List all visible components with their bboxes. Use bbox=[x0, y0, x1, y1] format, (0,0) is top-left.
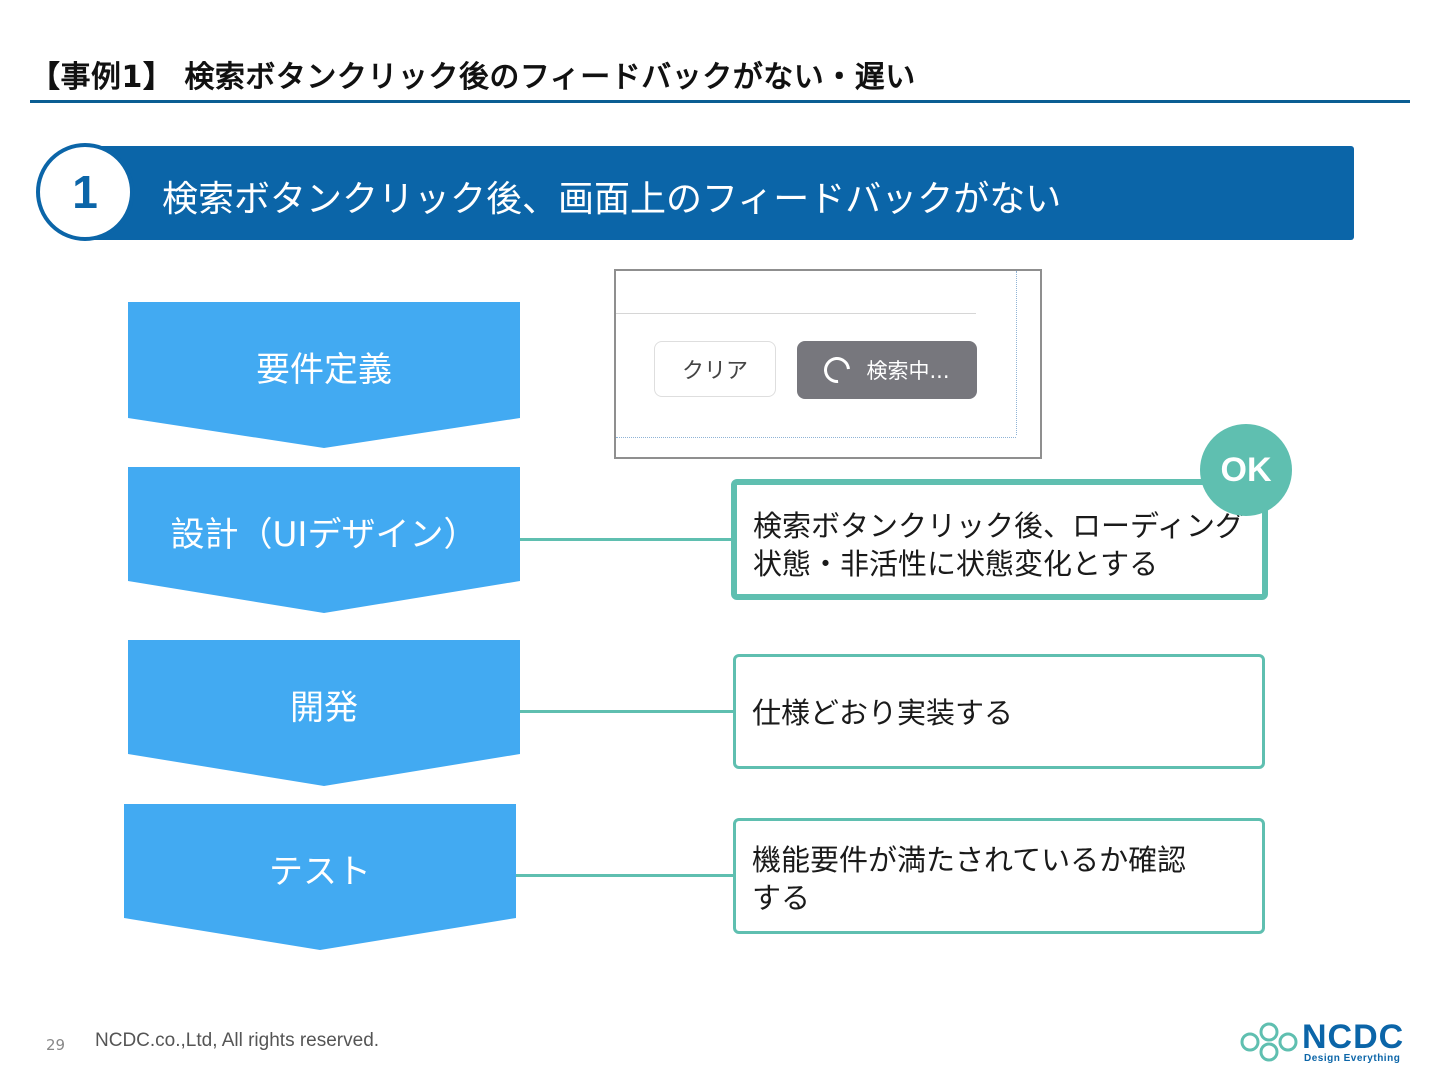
note-design: 検索ボタンクリック後、ローディング 状態・非活性に状態変化とする bbox=[731, 479, 1268, 600]
logo-wordmark: NCDC bbox=[1302, 1018, 1405, 1056]
connector-line-design bbox=[520, 538, 734, 541]
mock-dotted-edge bbox=[616, 437, 1016, 438]
connector-line-development bbox=[520, 710, 734, 713]
mock-divider bbox=[616, 313, 976, 314]
connector-line-test bbox=[516, 874, 734, 877]
flow-step-requirements: 要件定義 bbox=[128, 302, 520, 448]
mock-ui-screenshot: クリア 検索中... bbox=[614, 269, 1042, 459]
section-number-badge: 1 bbox=[36, 143, 134, 241]
search-button-loading[interactable]: 検索中... bbox=[797, 341, 977, 399]
search-button-label: 検索中... bbox=[866, 359, 950, 383]
note-line: 状態・非活性に状態変化とする bbox=[753, 547, 1159, 581]
step-label: 要件定義 bbox=[256, 350, 392, 390]
flow-step-test: テスト bbox=[124, 804, 516, 950]
section-heading: 検索ボタンクリック後、画面上のフィードバックがない bbox=[162, 179, 1062, 220]
logo-mark-icon bbox=[1240, 1022, 1298, 1062]
note-line: 仕様どおり実装する bbox=[752, 696, 1014, 730]
step-label: 開発 bbox=[290, 688, 358, 728]
ncdc-logo: NCDC Design Everything bbox=[1238, 1018, 1418, 1068]
section-banner bbox=[82, 146, 1354, 240]
page-number: 29 bbox=[46, 1036, 66, 1054]
loading-spinner-icon bbox=[819, 351, 856, 389]
note-test: 機能要件が満たされているか確認 する bbox=[733, 818, 1265, 934]
flow-step-development: 開発 bbox=[128, 640, 520, 786]
step-label: テスト bbox=[269, 852, 371, 892]
clear-button[interactable]: クリア bbox=[654, 341, 776, 397]
slide-title: 【事例1】 検索ボタンクリック後のフィードバックがない・遅い bbox=[30, 60, 916, 95]
note-line: 検索ボタンクリック後、ローディング bbox=[753, 509, 1244, 543]
step-arrow-shape bbox=[124, 804, 516, 950]
step-arrow-shape bbox=[128, 640, 520, 786]
step-arrow-shape bbox=[128, 467, 520, 613]
note-development: 仕様どおり実装する bbox=[733, 654, 1265, 769]
step-label: 設計（UIデザイン） bbox=[170, 515, 478, 555]
title-underline bbox=[30, 100, 1410, 103]
mock-dotted-edge bbox=[1016, 271, 1017, 435]
logo-tagline: Design Everything bbox=[1304, 1053, 1401, 1064]
flow-step-design: 設計（UIデザイン） bbox=[128, 467, 520, 613]
copyright-text: NCDC.co.,Ltd, All rights reserved. bbox=[95, 1030, 380, 1051]
note-line: する bbox=[752, 881, 811, 915]
note-line: 機能要件が満たされているか確認 bbox=[752, 843, 1187, 877]
ok-badge: OK bbox=[1200, 424, 1292, 516]
step-arrow-shape bbox=[128, 302, 520, 448]
